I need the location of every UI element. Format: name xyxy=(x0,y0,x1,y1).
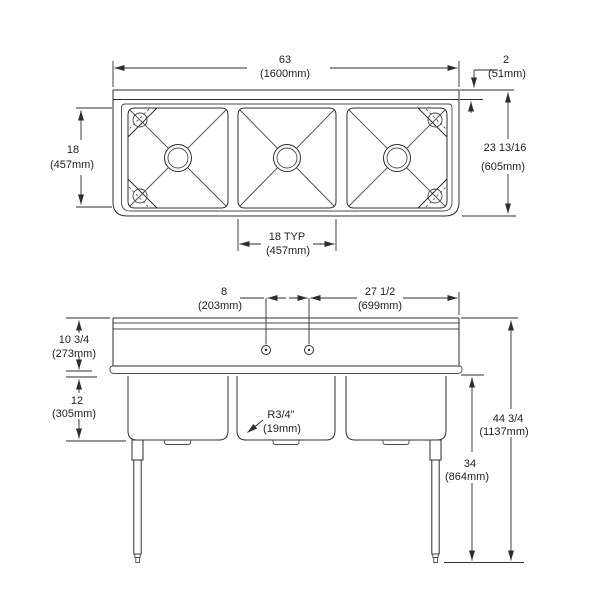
bowl-2-plan xyxy=(237,107,337,209)
dim-label: 2 xyxy=(503,54,509,66)
bowl-1-plan xyxy=(127,107,229,209)
corner-hole xyxy=(132,188,148,204)
left-foot-bullet xyxy=(135,557,141,563)
front-view-dimensions: 8 (203mm) 27 1/2 (699mm) 10 3/4 (273mm) … xyxy=(52,286,529,561)
drain-stub xyxy=(272,440,300,445)
bowl-1-front xyxy=(127,376,229,441)
dim-label: 10 3/4 xyxy=(59,334,90,346)
corner-gusset xyxy=(417,107,448,138)
dim-bowl-front-to-back: 18 (457mm) xyxy=(50,107,112,208)
dim-label: 63 xyxy=(279,54,291,66)
dim-label-metric: (457mm) xyxy=(266,245,310,257)
dim-label-metric: (1600mm) xyxy=(260,68,310,80)
apron xyxy=(109,317,463,374)
dim-bowl-width: 18 TYP (457mm) xyxy=(237,219,337,257)
corner-hole xyxy=(427,188,443,204)
drain-inner xyxy=(167,147,189,169)
bowls-front xyxy=(127,376,447,445)
drain-inner xyxy=(386,147,408,169)
dim-label: 44 3/4 xyxy=(493,413,524,425)
corner-gusset xyxy=(127,107,158,138)
right-foot xyxy=(432,553,439,558)
front-view xyxy=(109,298,524,563)
bowl-2-front xyxy=(236,376,336,441)
faucet-hole-right xyxy=(304,345,314,355)
dim-label-metric: (605mm) xyxy=(481,161,525,173)
dim-underside-to-floor: 34 (864mm) xyxy=(445,374,489,561)
dim-corner-radius: R3/4" (19mm) xyxy=(247,409,301,435)
dim-label-metric: (864mm) xyxy=(445,471,489,483)
legs xyxy=(131,439,442,563)
dim-bowl-depth: 12 (305mm) xyxy=(52,376,126,442)
drain-outer xyxy=(273,144,301,172)
faucet-holes xyxy=(261,298,314,355)
right-foot-bullet xyxy=(433,557,439,563)
left-leg xyxy=(133,459,142,555)
dim-overall-height: 44 3/4 (1137mm) xyxy=(461,317,529,561)
dim-faucet-spacing: 8 (203mm) xyxy=(198,286,308,312)
drain-outer xyxy=(164,144,192,172)
bowl-3-plan xyxy=(346,107,448,209)
dim-label-metric: (51mm) xyxy=(488,68,526,80)
dim-label-metric: (273mm) xyxy=(52,348,96,360)
corner-hole xyxy=(427,112,443,128)
dim-faucet-offset: 27 1/2 (699mm) xyxy=(310,286,460,315)
dim-label: R3/4" xyxy=(267,409,294,421)
dim-top-to-underside: 10 3/4 (273mm) xyxy=(52,317,110,372)
top-view xyxy=(112,89,460,217)
dim-label-metric: (19mm) xyxy=(263,423,301,435)
faucet-hole-left xyxy=(261,345,271,355)
dim-label: 12 xyxy=(71,395,83,407)
dim-label: 23 13/16 xyxy=(484,142,527,154)
dim-front-to-back: 23 13/16 (605mm) xyxy=(462,92,527,217)
sink-rim-inner-outline xyxy=(121,103,453,212)
dim-label: 34 xyxy=(464,458,476,470)
drain-stub xyxy=(382,440,410,445)
dim-label: 18 TYP xyxy=(269,231,306,243)
dim-label-metric: (203mm) xyxy=(198,300,242,312)
left-foot xyxy=(134,553,141,558)
drain-outer xyxy=(383,144,411,172)
corner-hole xyxy=(132,112,148,128)
rim-lip xyxy=(109,365,463,374)
right-leg xyxy=(431,459,440,555)
dim-label: 8 xyxy=(221,286,227,298)
dim-label-metric: (699mm) xyxy=(358,300,402,312)
left-leg-sleeve xyxy=(131,439,144,461)
dim-overall-width: 63 (1600mm) xyxy=(112,54,460,87)
corner-gusset xyxy=(417,178,448,209)
drain-inner xyxy=(276,147,298,169)
dim-rim-edge: 2 (51mm) xyxy=(460,54,526,113)
right-leg-sleeve xyxy=(429,439,442,461)
bowl-3-front xyxy=(345,376,447,441)
dim-label: 27 1/2 xyxy=(365,286,396,298)
dim-label-metric: (457mm) xyxy=(50,159,94,171)
dim-label: 18 xyxy=(67,144,79,156)
top-view-dimensions: 63 (1600mm) 2 (51mm) 23 13/16 (605mm) xyxy=(50,54,526,257)
sink-rim-outline xyxy=(112,89,460,217)
dim-label-metric: (305mm) xyxy=(52,408,96,420)
corner-gusset xyxy=(127,178,158,209)
drain-stub xyxy=(164,440,191,445)
dim-label-metric: (1137mm) xyxy=(479,426,528,438)
